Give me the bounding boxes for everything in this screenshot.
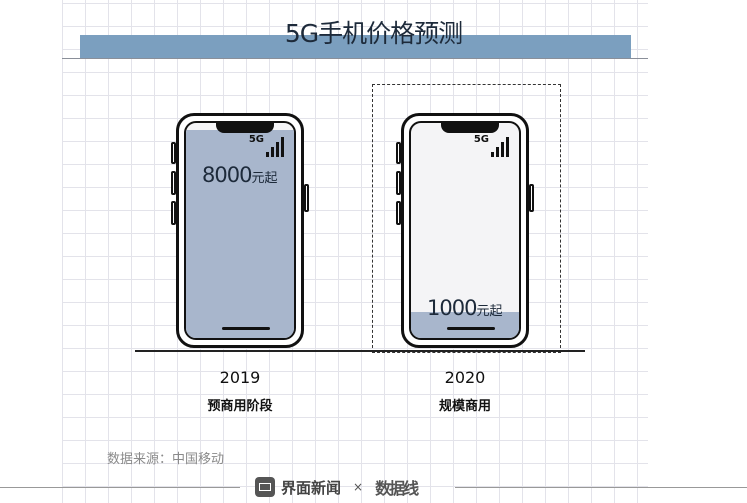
price-value: 1000 bbox=[427, 296, 477, 320]
chart-title: 5G手机价格预测 bbox=[284, 19, 463, 48]
brand-name: 界面新闻 bbox=[281, 478, 342, 497]
brand-logo-icon bbox=[255, 477, 275, 497]
signal-icon bbox=[491, 137, 509, 157]
phone-screen: 5G 8000元起 bbox=[184, 121, 296, 340]
price-unit: 元起 bbox=[251, 171, 278, 186]
phone-notch bbox=[216, 123, 274, 133]
footer: 界面新闻 × 数据线 bbox=[255, 475, 419, 499]
home-indicator bbox=[222, 327, 270, 330]
separator: × bbox=[353, 480, 364, 494]
price-unit: 元起 bbox=[476, 304, 503, 319]
home-indicator bbox=[447, 327, 495, 330]
side-button bbox=[171, 171, 176, 195]
side-button bbox=[304, 184, 309, 212]
price-label: 1000元起 bbox=[427, 296, 502, 320]
footer-divider bbox=[0, 487, 240, 488]
phone-notch bbox=[441, 123, 499, 133]
category-label: 2019 bbox=[219, 368, 261, 387]
title-bar bbox=[80, 35, 631, 58]
baseline bbox=[135, 350, 585, 352]
category-subtitle: 预商用阶段 bbox=[207, 399, 273, 414]
footer-divider bbox=[455, 487, 747, 488]
category-subtitle: 规模商用 bbox=[438, 399, 491, 414]
phone-bar: 5G 8000元起 bbox=[171, 113, 309, 348]
network-label: 5G bbox=[248, 134, 264, 145]
side-button bbox=[396, 171, 401, 195]
background-grid bbox=[62, 0, 648, 503]
data-source: 数据来源：中国移动 bbox=[107, 452, 225, 467]
category-label: 2020 bbox=[444, 368, 486, 387]
partner-logo: 数据线 bbox=[375, 479, 419, 498]
side-button bbox=[396, 201, 401, 225]
side-button bbox=[171, 201, 176, 225]
phone-bar: 5G 1000元起 bbox=[396, 113, 534, 348]
network-label: 5G bbox=[473, 134, 489, 145]
price-fill-bar bbox=[186, 130, 294, 338]
signal-icon bbox=[266, 137, 284, 157]
side-button bbox=[396, 142, 401, 164]
side-button bbox=[529, 184, 534, 212]
side-button bbox=[171, 142, 176, 164]
highlight-box bbox=[372, 84, 561, 353]
price-value: 8000 bbox=[202, 163, 252, 187]
title-underline bbox=[62, 58, 648, 59]
phone-screen: 5G 1000元起 bbox=[409, 121, 521, 340]
price-fill-bar bbox=[411, 312, 519, 338]
price-label: 8000元起 bbox=[202, 163, 277, 187]
